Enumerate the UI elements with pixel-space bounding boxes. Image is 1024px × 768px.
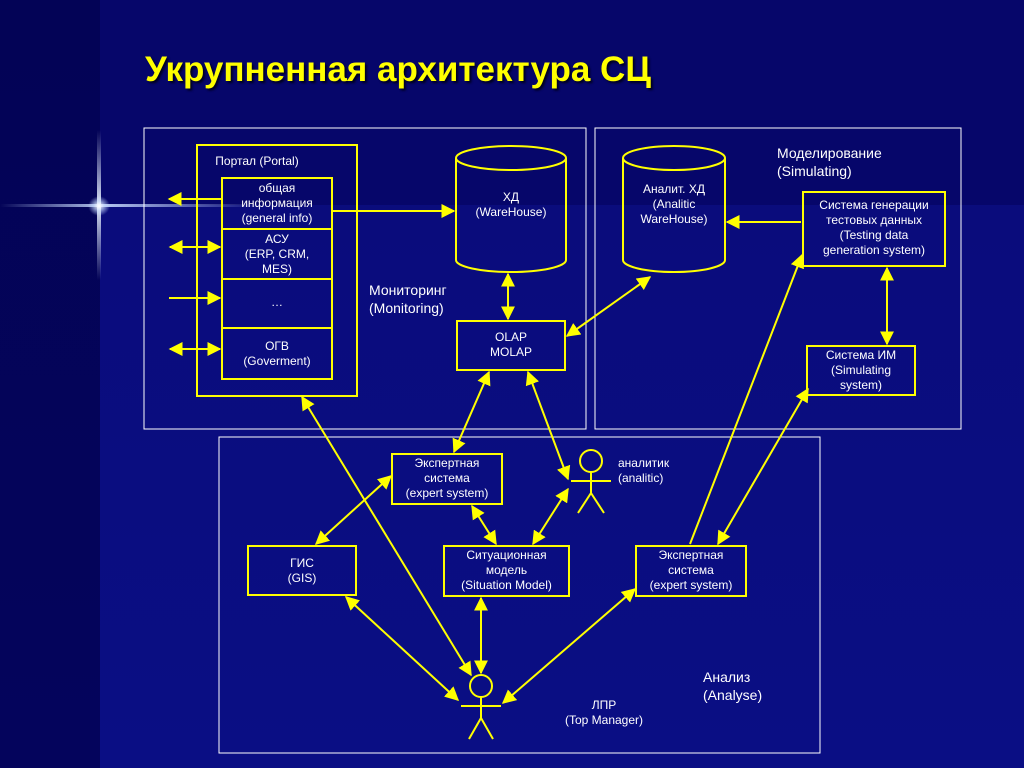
im-system-line-1: Система ИМ (825, 348, 897, 362)
gis-line-2: (GIS) (287, 571, 317, 585)
analyst-line-2: (analitic) (618, 471, 664, 485)
expert-2-line-1: Экспертная (658, 548, 724, 562)
arrow-expert-1-gis (314, 475, 393, 545)
background-left-band (0, 0, 100, 768)
test-data-line-4: generation system) (822, 243, 926, 257)
general-info-line-2: информация (241, 196, 313, 210)
gis-label: ГИС (GIS) (248, 556, 356, 586)
analytic-warehouse-line-2: (Analitic (652, 197, 696, 211)
portal-cell-ogv[interactable] (221, 327, 333, 380)
olap-box[interactable] (456, 320, 566, 371)
warehouse-line-1: ХД (502, 190, 520, 204)
etc-line-1: … (271, 295, 283, 309)
olap-line-2: MOLAP (489, 345, 532, 359)
olap-label: OLAP MOLAP (457, 330, 565, 360)
expert-1-line-1: Экспертная (414, 456, 480, 470)
analytic-warehouse-cylinder[interactable] (622, 145, 726, 273)
im-system-box[interactable] (806, 345, 916, 396)
analyst-line-1: аналитик (618, 456, 670, 470)
analysis-region (218, 436, 821, 754)
asu-line-1: АСУ (265, 232, 289, 246)
slide-title: Укрупненная архитектура СЦ (145, 50, 651, 89)
portal-cell-ogv-text: ОГВ (Goverment) (222, 339, 332, 369)
situation-line-1: Ситуационная (466, 548, 547, 562)
arrow-olap-analyst (525, 370, 571, 481)
portal-label: Портал (Portal) (215, 154, 299, 168)
analyst-figure-icon[interactable] (571, 449, 611, 514)
monitoring-line-2: (Monitoring) (369, 300, 444, 316)
asu-line-2: (ERP, CRM, (244, 247, 310, 261)
test-data-line-1: Система генерации (819, 198, 929, 212)
arrow-olap-expert-system-1 (452, 370, 491, 454)
gis-line-1: ГИС (290, 556, 314, 570)
monitoring-line-1: Мониторинг (369, 282, 447, 298)
ogv-line-1: ОГВ (265, 339, 289, 353)
arrow-expert-2-test-data (689, 253, 804, 545)
ogv-line-2: (Goverment) (243, 354, 311, 368)
portal-cell-general-info-text: общая информация (general info) (222, 181, 332, 226)
arrow-expert-2-top-manager (501, 588, 637, 704)
im-system-line-3: system) (840, 378, 882, 392)
monitoring-label: Мониторинг (Monitoring) (369, 281, 509, 317)
arrow-gis-top-manager (344, 596, 460, 701)
analyst-label: аналитик (analitic) (618, 456, 698, 486)
expert-2-line-3: (expert system) (649, 578, 733, 592)
top-manager-label: ЛПР (Top Manager) (552, 698, 656, 728)
general-info-line-1: общая (258, 181, 296, 195)
simulating-label: Моделирование (Simulating) (777, 144, 937, 180)
test-data-line-2: тестовых данных (826, 213, 922, 227)
general-info-line-3: (general info) (241, 211, 313, 225)
expert-system-2-label: Экспертная система (expert system) (636, 548, 746, 593)
simulating-line-2: (Simulating) (777, 163, 852, 179)
expert-system-1-label: Экспертная система (expert system) (392, 456, 502, 501)
light-flare-center (88, 196, 110, 216)
analysis-label: Анализ (Analyse) (703, 668, 803, 704)
test-data-line-3: (Testing data (839, 228, 909, 242)
arrow-expert-1-situation (471, 504, 497, 546)
arrow-olap-analytic-warehouse (565, 276, 652, 337)
test-data-system-label: Система генерации тестовых данных (Testi… (803, 198, 945, 258)
analytic-warehouse-line-1: Аналит. ХД (643, 182, 705, 196)
analysis-line-1: Анализ (703, 669, 751, 685)
expert-2-line-2: система (668, 563, 714, 577)
top-manager-figure-icon[interactable] (461, 674, 501, 740)
test-data-system-box[interactable] (802, 191, 946, 267)
simulating-line-1: Моделирование (777, 145, 882, 161)
expert-system-2-box[interactable] (635, 545, 747, 597)
im-system-line-2: (Simulating (830, 363, 892, 377)
analytic-warehouse-line-3: WareHouse) (640, 212, 708, 226)
portal-box[interactable] (196, 144, 358, 397)
situation-model-label: Ситуационная модель (Situation Model) (444, 548, 569, 593)
asu-line-3: MES) (262, 262, 292, 276)
warehouse-line-2: (WareHouse) (475, 205, 547, 219)
light-flare-horizontal (0, 204, 260, 207)
monitoring-region (143, 127, 587, 430)
arrow-expert-2-im-system (717, 387, 809, 546)
im-system-label: Система ИМ (Simulating system) (807, 348, 915, 393)
analysis-line-2: (Analyse) (703, 687, 763, 703)
top-manager-line-1: ЛПР (591, 698, 617, 712)
expert-1-line-2: система (424, 471, 470, 485)
portal-cell-etc-text: … (222, 295, 332, 310)
warehouse-cylinder[interactable] (455, 145, 567, 273)
portal-cell-asu-text: АСУ (ERP, CRM, MES) (222, 232, 332, 277)
warehouse-label: ХД (WareHouse) (456, 190, 566, 220)
situation-line-2: модель (485, 563, 528, 577)
arrow-analyst-situation (532, 487, 569, 546)
olap-line-1: OLAP (494, 330, 527, 344)
analytic-warehouse-label: Аналит. ХД (Analitic WareHouse) (623, 182, 725, 227)
situation-line-3: (Situation Model) (461, 578, 552, 592)
expert-1-line-3: (expert system) (405, 486, 489, 500)
top-manager-line-2: (Top Manager) (564, 713, 644, 727)
